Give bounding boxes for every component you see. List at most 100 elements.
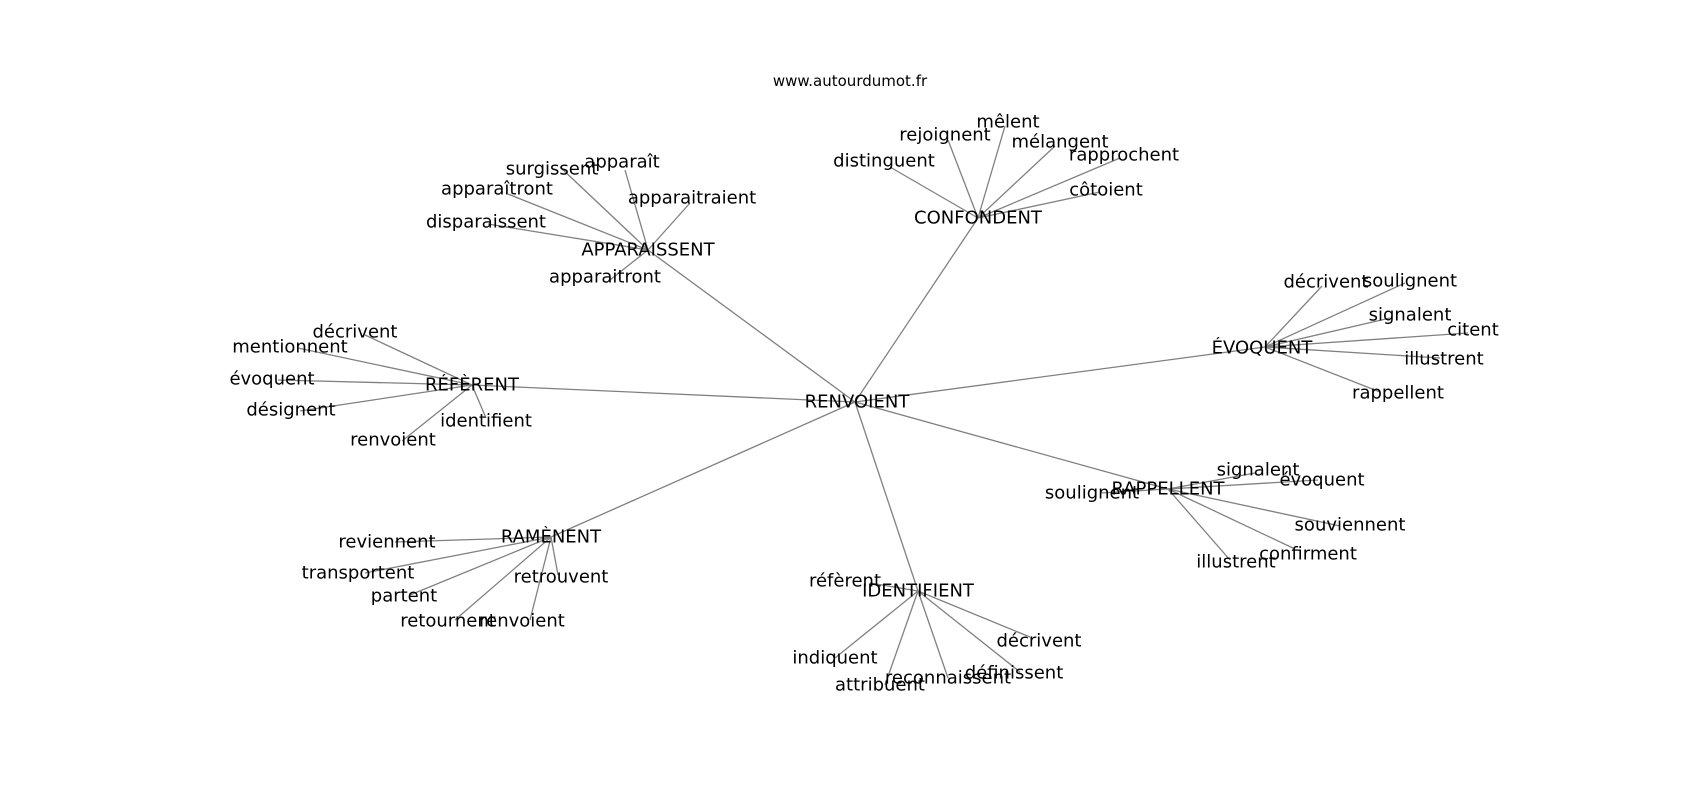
edge-center-to-hub bbox=[647, 249, 856, 403]
related-word-node[interactable]: transportent bbox=[302, 563, 415, 584]
related-word-node[interactable]: retournent bbox=[400, 611, 496, 632]
related-word-node[interactable]: reconnaissent bbox=[885, 668, 1011, 689]
related-word-node[interactable]: identifient bbox=[440, 411, 532, 432]
related-word-node[interactable]: citent bbox=[1447, 320, 1499, 341]
edge-hub-to-word bbox=[947, 139, 979, 219]
edge-hub-to-word bbox=[977, 125, 1006, 219]
edge-hub-to-word bbox=[297, 347, 473, 386]
related-word-node[interactable]: surgissent bbox=[506, 159, 599, 180]
related-word-node[interactable]: illustrent bbox=[1196, 552, 1275, 573]
related-word-node[interactable]: signalent bbox=[1369, 305, 1452, 326]
related-word-node[interactable]: partent bbox=[371, 586, 437, 607]
edge-center-to-hub bbox=[550, 401, 856, 538]
hub-word-node[interactable]: RAPPELLENT bbox=[1111, 479, 1225, 500]
related-word-node[interactable]: apparaitraient bbox=[628, 188, 756, 209]
edge-hub-to-word bbox=[394, 536, 552, 543]
edge-hub-to-word bbox=[884, 590, 919, 686]
related-word-node[interactable]: évoquent bbox=[229, 369, 314, 390]
edge-hub-to-word bbox=[609, 249, 649, 281]
related-word-node[interactable]: illustrent bbox=[1404, 349, 1483, 370]
related-word-node[interactable]: distinguent bbox=[833, 151, 935, 172]
related-word-node[interactable]: décrivent bbox=[1284, 272, 1369, 293]
edge-hub-to-word bbox=[1264, 346, 1381, 393]
related-word-node[interactable]: évoquent bbox=[1279, 470, 1364, 491]
related-word-node[interactable]: renvoient bbox=[479, 611, 565, 632]
edge-hub-to-word bbox=[487, 223, 649, 251]
edge-hub-to-word bbox=[529, 536, 552, 621]
related-word-node[interactable]: mélangent bbox=[1011, 132, 1108, 153]
related-word-node[interactable]: reviennent bbox=[338, 532, 435, 553]
edge-hub-to-word bbox=[834, 590, 919, 659]
edge-hub-to-word bbox=[550, 536, 559, 576]
related-word-node[interactable]: souviennent bbox=[1295, 515, 1406, 536]
related-word-node[interactable]: réfèrent bbox=[809, 571, 881, 592]
edge-hub-to-word bbox=[299, 384, 473, 412]
edge-hub-to-word bbox=[507, 193, 649, 251]
related-word-node[interactable]: rappellent bbox=[1352, 383, 1444, 404]
edge-hub-to-word bbox=[1264, 282, 1406, 348]
edge-hub-to-word bbox=[277, 379, 473, 386]
edge-hub-to-word bbox=[1167, 472, 1256, 490]
edge-hub-to-word bbox=[364, 334, 473, 386]
edge-hub-to-word bbox=[1167, 488, 1296, 550]
edge-hub-to-word bbox=[1264, 317, 1391, 348]
site-url: www.autourdumot.fr bbox=[772, 72, 928, 90]
edge-hub-to-word bbox=[364, 536, 552, 574]
hub-word-node[interactable]: ÉVOQUENT bbox=[1212, 337, 1314, 359]
related-word-node[interactable]: décrivent bbox=[313, 322, 398, 343]
center-word-node[interactable]: RENVOIENT bbox=[805, 392, 911, 413]
edge-hub-to-word bbox=[624, 169, 649, 251]
edge-hub-to-word bbox=[977, 157, 1121, 219]
related-word-node[interactable]: disparaissent bbox=[426, 212, 546, 233]
edge-hub-to-word bbox=[1167, 488, 1341, 527]
hub-word-node[interactable]: RAMÈNENT bbox=[501, 526, 602, 548]
edge-center-to-hub bbox=[854, 346, 1266, 403]
related-word-node[interactable]: apparaît bbox=[584, 152, 659, 173]
edge-hub-to-word bbox=[917, 590, 949, 679]
related-word-node[interactable]: attribuent bbox=[835, 675, 925, 696]
edge-hub-to-word bbox=[1099, 488, 1169, 494]
hub-word-node[interactable]: RÉFÈRENT bbox=[425, 374, 520, 396]
related-word-node[interactable]: signalent bbox=[1217, 460, 1300, 481]
related-word-node[interactable]: confirment bbox=[1259, 544, 1357, 565]
edge-center-to-hub bbox=[471, 384, 856, 403]
edge-hub-to-word bbox=[977, 145, 1056, 219]
edge-hub-to-word bbox=[471, 384, 487, 419]
related-word-node[interactable]: apparaîtront bbox=[441, 179, 553, 200]
related-word-node[interactable]: soulignent bbox=[1363, 271, 1457, 292]
hub-word-node[interactable]: APPARAISSENT bbox=[581, 240, 715, 261]
edge-center-to-hub bbox=[854, 401, 1169, 490]
edge-hub-to-word bbox=[889, 166, 979, 219]
edge-center-to-hub bbox=[854, 217, 979, 403]
edge-hub-to-word bbox=[559, 166, 649, 251]
edge-hub-to-word bbox=[647, 202, 691, 251]
edge-hub-to-word bbox=[917, 590, 1021, 673]
edge-hub-to-word bbox=[869, 582, 919, 592]
edge-hub-to-word bbox=[917, 590, 1031, 638]
edge-hub-to-word bbox=[1264, 332, 1469, 348]
related-word-node[interactable]: définissent bbox=[965, 663, 1064, 684]
hub-word-node[interactable]: IDENTIFIENT bbox=[862, 581, 975, 602]
edge-hub-to-word bbox=[977, 191, 1101, 219]
edge-hub-to-word bbox=[1264, 346, 1441, 359]
related-word-node[interactable]: rejoignent bbox=[899, 125, 990, 146]
related-word-node[interactable]: indiquent bbox=[792, 648, 877, 669]
edge-hub-to-word bbox=[1167, 479, 1319, 490]
related-word-node[interactable]: soulignent bbox=[1045, 483, 1139, 504]
edge-hub-to-word bbox=[401, 384, 473, 442]
related-word-node[interactable]: désignent bbox=[246, 400, 335, 421]
related-word-node[interactable]: décrivent bbox=[997, 631, 1082, 652]
related-word-node[interactable]: côtoient bbox=[1069, 180, 1143, 201]
related-word-node[interactable]: apparaitront bbox=[549, 267, 661, 288]
edge-center-to-hub bbox=[854, 401, 919, 592]
hub-word-node[interactable]: CONFONDENT bbox=[914, 208, 1043, 229]
edge-hub-to-word bbox=[1264, 285, 1323, 348]
related-word-node[interactable]: renvoient bbox=[350, 430, 436, 451]
related-word-node[interactable]: mêlent bbox=[976, 112, 1039, 133]
related-word-node[interactable]: retrouvent bbox=[514, 567, 609, 588]
edges-layer bbox=[277, 125, 1469, 686]
related-word-node[interactable]: mentionnent bbox=[232, 337, 347, 358]
related-word-node[interactable]: rapprochent bbox=[1069, 145, 1179, 166]
